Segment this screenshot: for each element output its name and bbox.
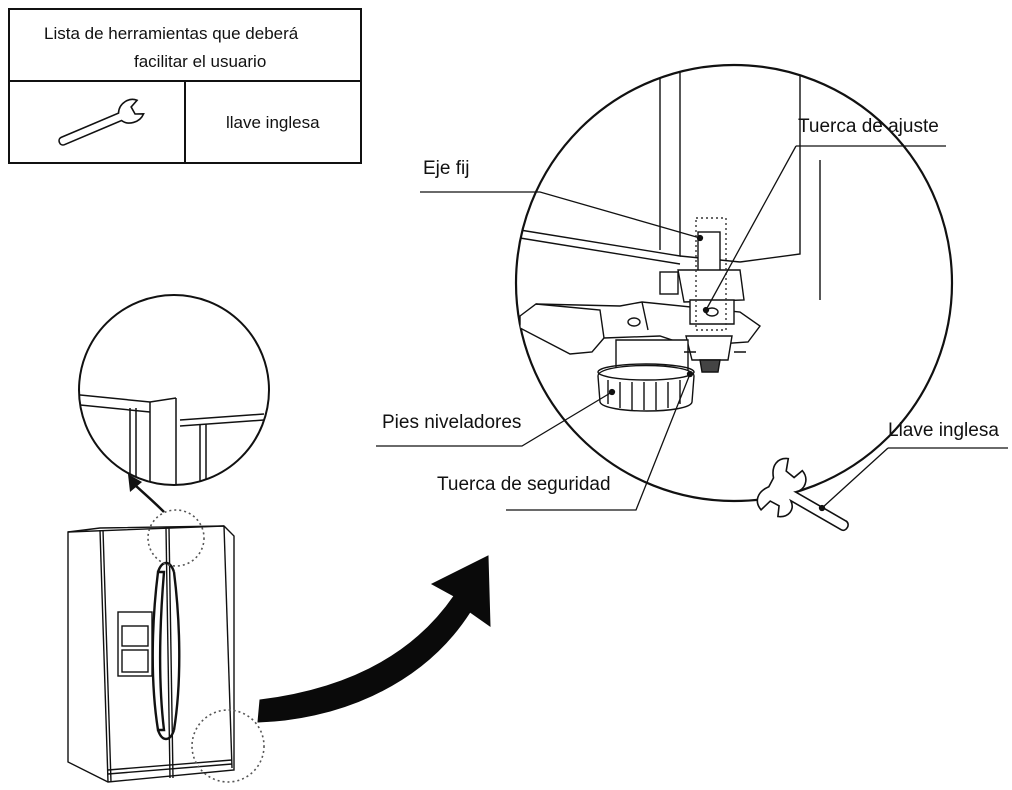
top-hinge-zoom-circle	[78, 294, 270, 486]
leveling-foot-zoom-circle	[514, 63, 954, 503]
tools-table-title-line2: facilitar el usuario	[134, 52, 267, 71]
refrigerator	[67, 525, 235, 783]
big-arrow-icon	[257, 555, 491, 723]
small-arrow-icon	[128, 474, 142, 492]
tools-table: Lista de herramientas que deberá facilit…	[8, 8, 362, 164]
leader-lines	[376, 145, 1008, 512]
label-wrench: Llave inglesa	[888, 420, 999, 441]
top-hinge-highlight	[147, 509, 205, 567]
label-fixed-axis: Eje fij	[423, 158, 470, 179]
leveling-foot-highlight	[191, 709, 265, 783]
tools-table-header: Lista de herramientas que deberá facilit…	[10, 10, 360, 82]
label-lock-nut: Tuerca de seguridad	[437, 474, 611, 495]
tools-table-icon-cell	[10, 82, 186, 164]
tools-table-title-line1: Lista de herramientas que deberá	[44, 24, 299, 43]
wrench-icon	[756, 457, 849, 532]
label-leveling-feet: Pies niveladores	[382, 412, 522, 433]
tools-table-tool-name: llave inglesa	[226, 113, 320, 132]
wrench-icon	[58, 98, 145, 146]
label-adjusting-nut: Tuerca de ajuste	[798, 116, 939, 137]
